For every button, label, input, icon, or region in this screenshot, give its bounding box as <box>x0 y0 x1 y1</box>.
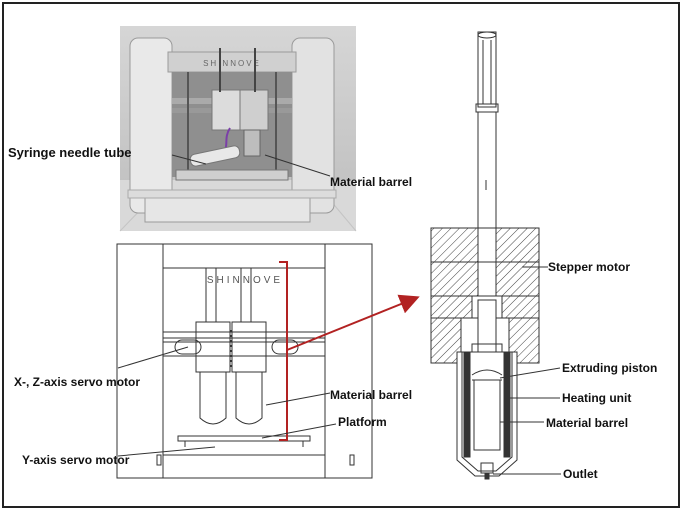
leader-barrel-photo <box>264 154 331 177</box>
leader-syringe <box>171 154 207 165</box>
leader-piston <box>499 367 561 379</box>
label-extruding-piston: Extruding piston <box>562 361 657 375</box>
leader-xz-servo <box>117 346 189 369</box>
front-view-drawing <box>116 243 373 479</box>
label-outlet: Outlet <box>563 467 598 481</box>
label-material-barrel-section: Material barrel <box>546 416 628 430</box>
label-platform: Platform <box>338 415 387 429</box>
drawing-logo: SHINNOVE <box>207 275 283 286</box>
leader-platform <box>261 423 337 439</box>
zoom-arrow <box>286 294 420 351</box>
label-y-servo-motor: Y-axis servo motor <box>22 453 130 467</box>
section-view-drawing <box>430 31 540 480</box>
leader-barrel-front <box>265 392 331 406</box>
leader-y-servo <box>117 446 216 457</box>
label-syringe-needle-tube: Syringe needle tube <box>8 145 132 160</box>
photo-logo: SHINNOVE <box>203 59 261 68</box>
label-xz-servo-motor: X-, Z-axis servo motor <box>14 375 140 389</box>
label-stepper-motor: Stepper motor <box>548 260 630 274</box>
printer-photo: SHINNOVE <box>119 26 357 232</box>
barrel-bracket <box>279 261 288 441</box>
label-heating-unit: Heating unit <box>562 391 631 405</box>
label-material-barrel-photo: Material barrel <box>330 175 412 189</box>
label-material-barrel-front: Material barrel <box>330 388 412 402</box>
